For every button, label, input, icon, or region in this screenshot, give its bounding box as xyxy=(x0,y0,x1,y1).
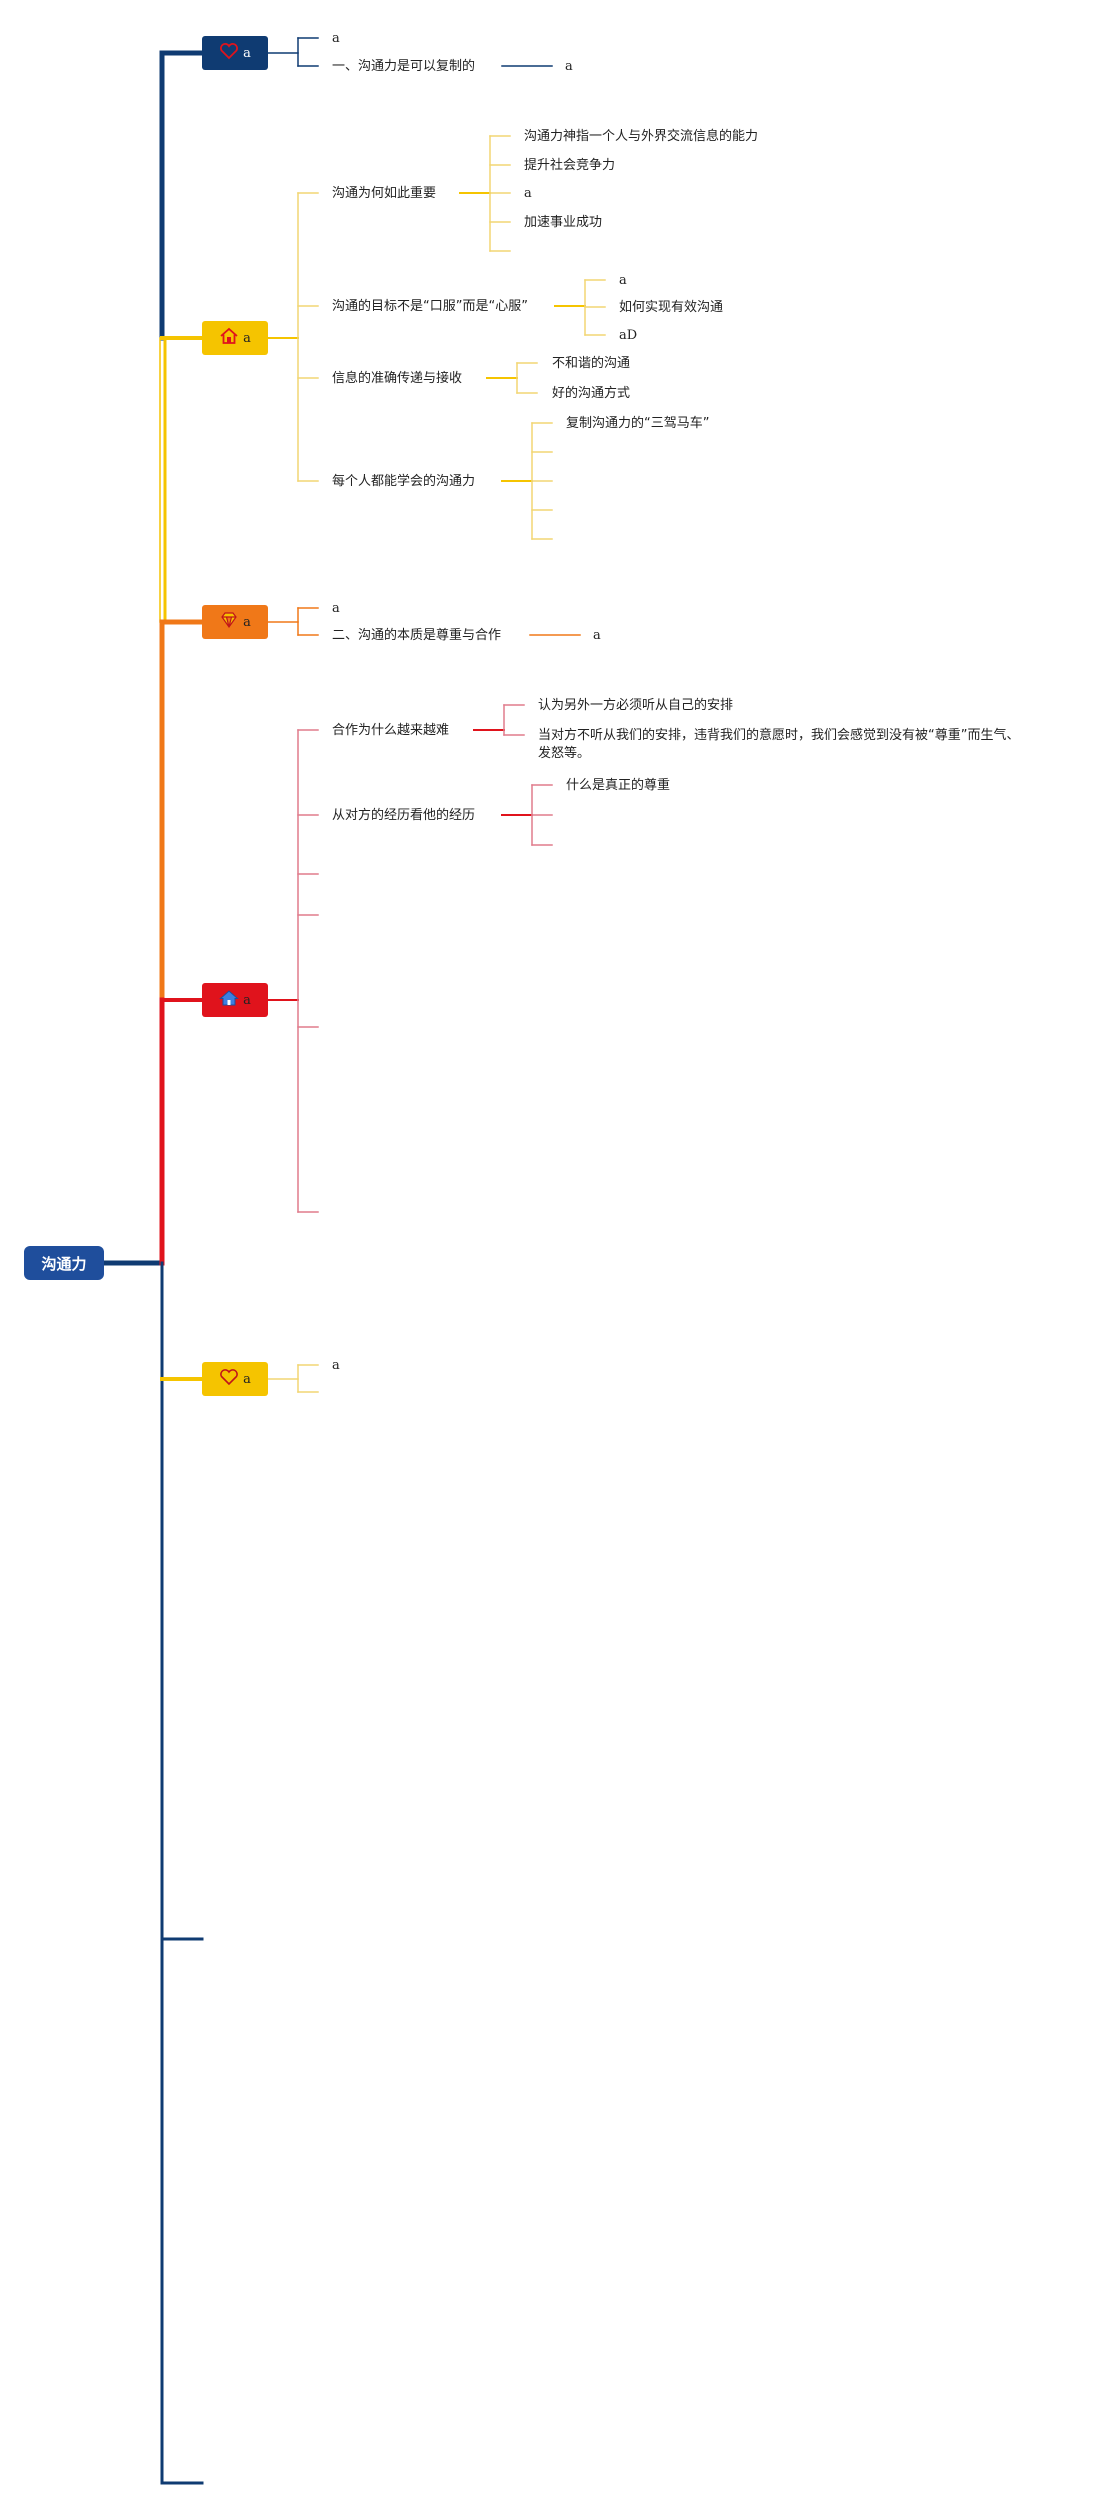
branch-node-4[interactable]: a xyxy=(202,983,268,1017)
subtopic-item[interactable]: 好的沟通方式 xyxy=(552,386,631,401)
root-node[interactable]: 沟通力 xyxy=(24,1246,104,1280)
subtopic-item[interactable]: a xyxy=(619,273,627,288)
subtopic-item[interactable]: 如何实现有效沟通 xyxy=(619,300,724,315)
branch-label: a xyxy=(243,45,251,61)
heart-outline-icon xyxy=(219,1368,239,1390)
subtopic-item[interactable]: 不和谐的沟通 xyxy=(552,356,631,371)
topic-item[interactable]: 从对方的经历看他的经历 xyxy=(332,808,476,823)
diamond-icon xyxy=(219,611,239,633)
topic-item[interactable]: 沟通的目标不是“口服”而是“心服” xyxy=(332,299,528,314)
subtopic-item[interactable]: 复制沟通力的“三驾马车” xyxy=(566,416,710,431)
subtopic-item[interactable]: 沟通力神指一个人与外界交流信息的能力 xyxy=(524,129,759,144)
heart-icon xyxy=(219,42,239,64)
home-icon xyxy=(219,327,239,349)
topic-item[interactable]: a xyxy=(332,31,340,46)
branch-label: a xyxy=(243,1371,251,1387)
root-label: 沟通力 xyxy=(41,1254,87,1273)
subtopic-item[interactable]: a xyxy=(593,628,601,643)
topic-item[interactable]: 每个人都能学会的沟通力 xyxy=(332,474,476,489)
branch-label: a xyxy=(243,614,251,630)
branch-label: a xyxy=(243,330,251,346)
topic-item[interactable]: 二、沟通的本质是尊重与合作 xyxy=(332,628,502,643)
topic-item[interactable]: a xyxy=(332,1358,340,1373)
topic-item[interactable]: 合作为什么越来越难 xyxy=(332,723,450,738)
subtopic-item[interactable]: a xyxy=(565,59,573,74)
topic-item[interactable]: 信息的准确传递与接收 xyxy=(332,371,463,386)
subtopic-item[interactable]: 认为另外一方必须听从自己的安排 xyxy=(538,698,734,713)
subtopic-item[interactable]: 加速事业成功 xyxy=(524,215,603,230)
topic-item[interactable]: 一、沟通力是可以复制的 xyxy=(332,59,476,74)
subtopic-item[interactable]: aD xyxy=(619,328,638,343)
subtopic-item[interactable]: 什么是真正的尊重 xyxy=(566,778,671,793)
subtopic-item[interactable]: a xyxy=(524,186,532,201)
subtopic-item[interactable]: 当对方不听从我们的安排，违背我们的意愿时，我们会感觉到没有被“尊重”而生气、发怒… xyxy=(538,728,1020,761)
branch-node-2[interactable]: a xyxy=(202,321,268,355)
branch-node-3[interactable]: a xyxy=(202,605,268,639)
house-icon xyxy=(219,989,239,1011)
subtopic-item[interactable]: 提升社会竞争力 xyxy=(524,158,616,173)
branch-node-1[interactable]: a xyxy=(202,36,268,70)
topic-item[interactable]: a xyxy=(332,601,340,616)
branch-label: a xyxy=(243,992,251,1008)
topic-item[interactable]: 沟通为何如此重要 xyxy=(332,186,437,201)
branch-node-5[interactable]: a xyxy=(202,1362,268,1396)
